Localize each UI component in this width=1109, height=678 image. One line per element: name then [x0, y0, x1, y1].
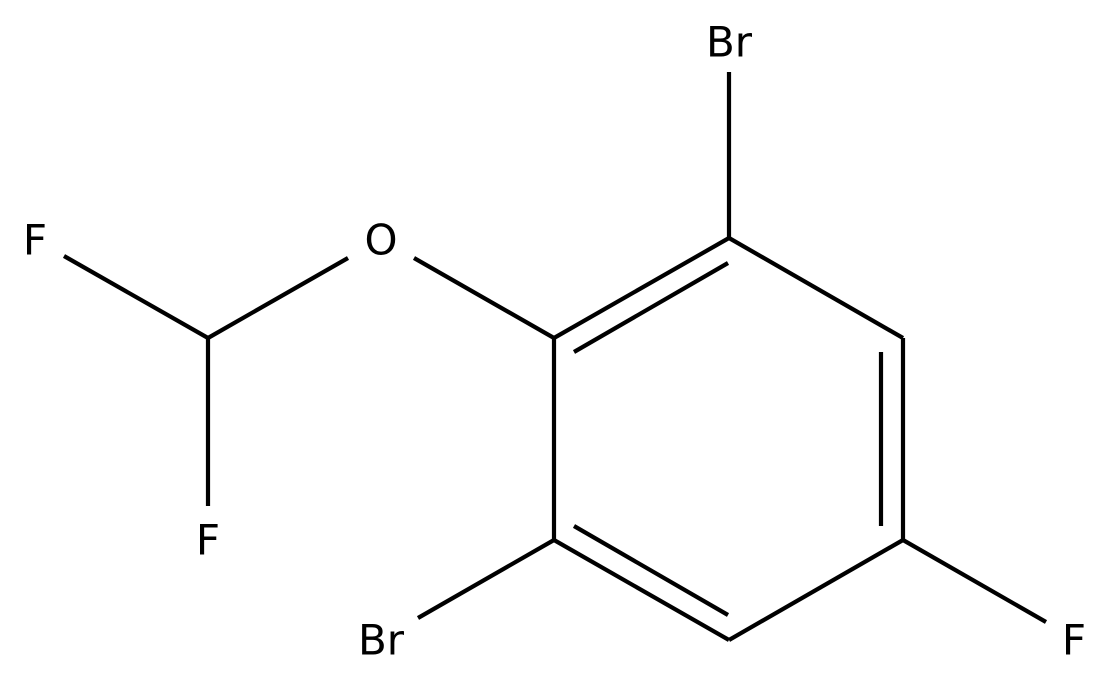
- ring-bond-c1-c2: [552, 236, 731, 340]
- atom-labels: Br O F F Br F: [23, 18, 1086, 665]
- atom-label-f-lower: F: [196, 516, 220, 565]
- atom-label-f-ring: F: [1062, 616, 1086, 665]
- ring-bond-c4-c5: [727, 538, 905, 642]
- ring-double-bond-c5-c6: [572, 524, 730, 617]
- atom-label-f-upper: F: [23, 216, 47, 265]
- ring-bond-c2-c3: [727, 236, 905, 340]
- bond-c6-br-bottom: [416, 538, 556, 620]
- atom-label-br-top: Br: [706, 18, 753, 67]
- bonds: [62, 72, 1048, 642]
- ring-double-bond-c1-c2: [572, 261, 730, 354]
- bond-c4-f-ring: [901, 538, 1048, 624]
- atom-label-oxygen: O: [364, 216, 397, 265]
- bond-c1-oxygen: [412, 256, 556, 340]
- bond-ch-f-upper: [62, 254, 210, 340]
- bond-oxygen-ch: [206, 256, 350, 340]
- ring-bond-c5-c6: [552, 538, 731, 642]
- atom-label-br-bottom: Br: [358, 616, 405, 665]
